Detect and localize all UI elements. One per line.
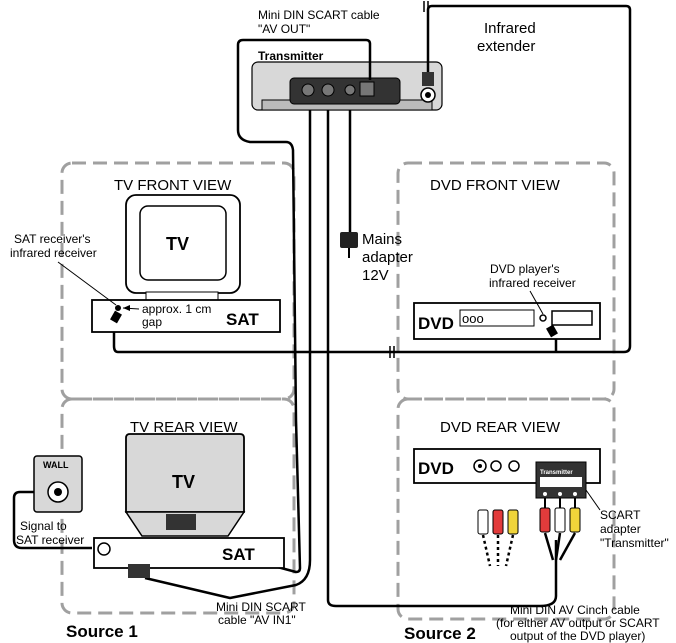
label-wall: WALL [43, 460, 69, 470]
cinch-yellow-icon [507, 509, 519, 535]
label-sat-ir-2: infrared receiver [10, 246, 97, 260]
dvd-rear-label: DVD [418, 459, 454, 478]
heading-dvd-rear-view: DVD REAR VIEW [440, 419, 561, 436]
sat-rear-label: SAT [222, 545, 255, 564]
tv-rear-device [93, 433, 285, 578]
label-av-in1-2: cable "AV IN1" [218, 613, 296, 627]
mains-adapter-icon [340, 232, 358, 248]
label-scart-adapter-2: adapter [600, 522, 641, 536]
label-source-2: Source 2 [404, 624, 476, 643]
heading-tv-rear-view: TV REAR VIEW [130, 419, 238, 436]
label-mains-2: adapter [362, 249, 413, 266]
cable-av-out [221, 38, 372, 574]
heading-tv-front-view: TV FRONT VIEW [114, 177, 232, 194]
sat-front-label: SAT [226, 310, 259, 329]
sat-rear-body [93, 537, 285, 569]
label-sat-ir-1: SAT receiver's [14, 232, 91, 246]
dvd-front-label: DVD [418, 314, 454, 333]
label-av-in1-1: Mini DIN SCART [216, 600, 306, 614]
dvd-rear-device [413, 448, 601, 499]
label-dvd-ir-2: infrared receiver [489, 276, 576, 290]
label-ir-extender-1: Infrared [484, 20, 536, 37]
label-scart-adapter-3: "Transmitter" [600, 536, 669, 550]
tv-front-screen [139, 205, 227, 281]
heading-dvd-front-view: DVD FRONT VIEW [430, 177, 561, 194]
tv-front-device [91, 194, 281, 333]
leader-dvd-ir [529, 290, 544, 315]
label-ir-extender-2: extender [477, 38, 535, 55]
label-dvd-ir-1: DVD player's [490, 262, 560, 276]
label-cinch-3: output of the DVD player) [510, 629, 645, 643]
cinch-plugs [477, 498, 581, 567]
label-mains-3: 12V [362, 267, 389, 284]
cable-av-in1 [144, 110, 312, 600]
dvd-rear-box [396, 397, 616, 621]
label-signal-1: Signal to [20, 519, 67, 533]
scart-adapter-box-label: Transmitter [540, 470, 573, 476]
cables [12, 4, 632, 608]
wall-socket [33, 455, 83, 513]
sat-ir-sensor-icon [115, 305, 121, 311]
tv-rear-label: TV [172, 472, 195, 492]
tv-front-label: TV [166, 234, 189, 254]
ir-emitter-icon [110, 310, 122, 324]
label-source-1: Source 1 [66, 622, 138, 641]
transmitter-device [251, 61, 443, 111]
label-gap-2: gap [142, 315, 162, 329]
label-scart-adapter-1: SCART [600, 508, 641, 522]
leader-sat-ir [57, 261, 117, 306]
label-av-out-1: Mini DIN SCART cable [258, 8, 380, 22]
dvd-front-box [396, 161, 616, 401]
dvd-front-device [413, 302, 601, 340]
dvd-ir-sensor-icon [539, 314, 547, 322]
label-cinch-1: Mini DIN AV Cinch cable [510, 603, 640, 617]
label-transmitter: Transmitter [258, 49, 324, 63]
cable-ir-extender [112, 4, 632, 354]
cinch-red-icon [492, 509, 504, 535]
scart-plug-icon [166, 514, 196, 530]
sat-front-body [91, 299, 281, 333]
label-cinch-2: (for either AV output or SCART [496, 616, 660, 630]
tv-rear-body [125, 433, 245, 513]
dvd-front-buttons: ooo [462, 311, 484, 326]
label-gap-1: approx. 1 cm [142, 302, 211, 316]
label-signal-2: SAT receiver [16, 533, 84, 547]
tv-front-box [60, 161, 296, 401]
cable-wall [12, 490, 92, 550]
cinch-white-icon [477, 509, 489, 535]
label-mains-1: Mains [362, 231, 402, 248]
label-av-out-2: "AV OUT" [258, 22, 310, 36]
cable-av-cinch [326, 110, 558, 608]
